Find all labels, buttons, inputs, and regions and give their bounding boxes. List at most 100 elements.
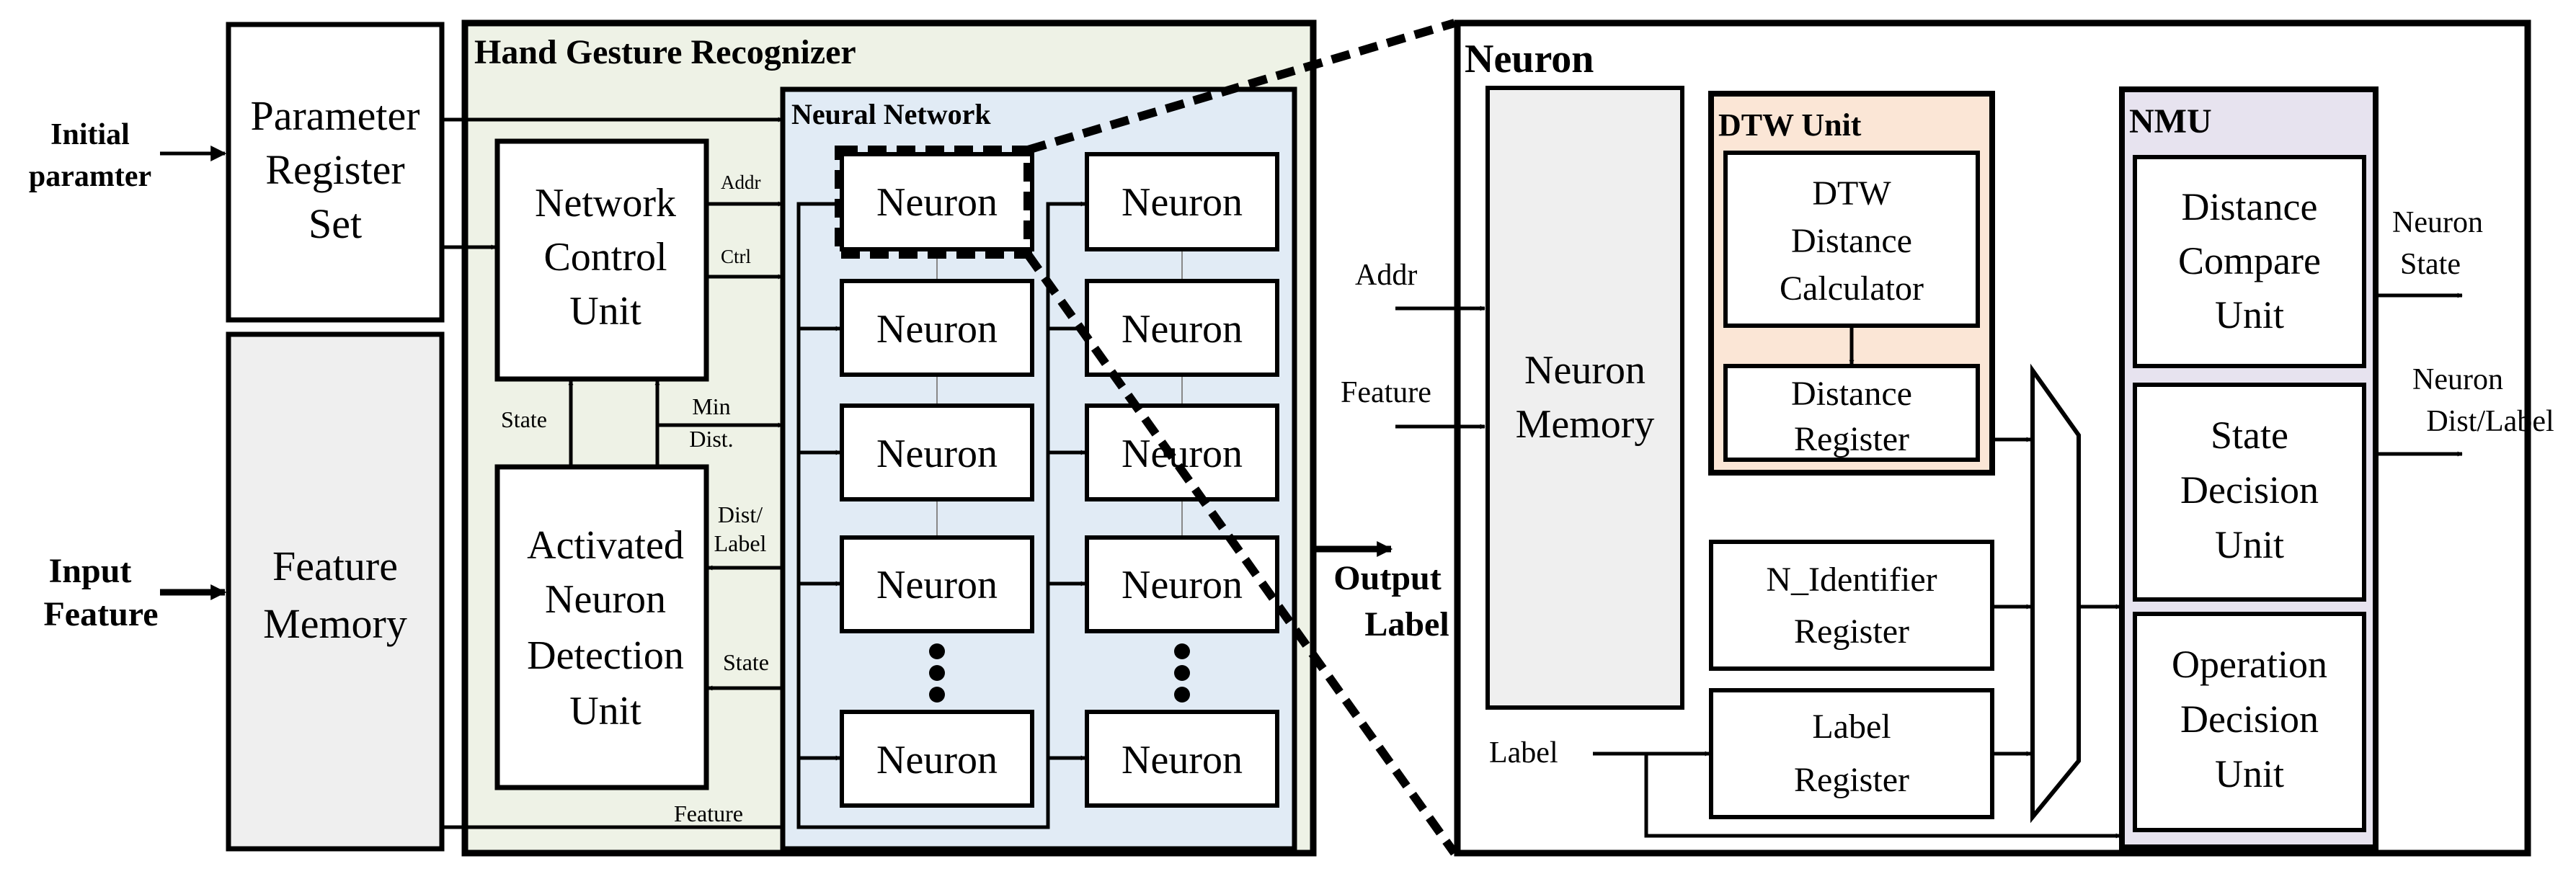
neuron-right-5: Neuron: [1085, 710, 1279, 808]
param-reg-line2: Register: [265, 146, 404, 193]
parameter-register-set: Parameter Register Set: [226, 22, 445, 323]
dcu-line1: Distance: [2182, 185, 2318, 228]
out-state-line2: State: [2400, 248, 2461, 281]
ncu-line1: Network: [535, 181, 676, 226]
neuron-left-3: Neuron: [840, 403, 1034, 501]
out-state-line1: Neuron: [2392, 206, 2483, 239]
odu-line2: Decision: [2180, 697, 2319, 741]
dtw-calc-line3: Calculator: [1780, 269, 1924, 308]
nid-line1: N_Identifier: [1766, 561, 1937, 599]
operation-decision-unit: Operation Decision Unit: [2133, 612, 2366, 832]
out-dist-line2: Dist/Label: [2426, 405, 2554, 438]
neuron-memory: Neuron Memory: [1485, 86, 1684, 710]
zoom-highlight: [835, 19, 1458, 856]
sig-state-back: State: [723, 649, 769, 675]
dcu-line3: Unit: [2215, 293, 2284, 336]
hgr-connections: [442, 117, 783, 829]
dist-reg-line1: Distance: [1791, 375, 1912, 413]
odu-line1: Operation: [2172, 643, 2327, 686]
neuron-right-1: Neuron: [1085, 152, 1279, 251]
distance-compare-unit: Distance Compare Unit: [2133, 155, 2366, 368]
output-line1: Output: [1333, 559, 1441, 597]
sig-feature: Feature: [674, 801, 743, 826]
initial-label-line1: Initial: [50, 118, 130, 151]
odu-line3: Unit: [2215, 752, 2284, 795]
neuron-label: Neuron: [876, 432, 998, 476]
sdu-line2: Decision: [2180, 468, 2319, 512]
output-label: Output Label: [1313, 541, 1449, 643]
in-label: Label: [1489, 736, 1558, 770]
memory-line1: Neuron: [1524, 348, 1645, 393]
neuron-label: Neuron: [876, 180, 998, 225]
neuron-left-2: Neuron: [840, 279, 1034, 377]
sdu-line1: State: [2211, 414, 2288, 457]
dtw-distance-calculator: DTW Distance Calculator: [1723, 151, 1980, 328]
label-reg-line1: Label: [1812, 708, 1891, 746]
in-addr: Addr: [1355, 259, 1417, 292]
network-control-unit: Network Control Unit: [494, 138, 709, 382]
nid-line2: Register: [1794, 612, 1909, 651]
sig-dist-line1: Dist/: [718, 501, 763, 527]
neuron-right-4: Neuron: [1085, 535, 1279, 633]
svg-text:Feature: Feature: [43, 595, 158, 633]
nn-title: Neural Network: [791, 98, 991, 130]
input-label-line1: Input: [49, 552, 132, 590]
ncu-line2: Control: [543, 235, 667, 280]
n-identifier-register: N_Identifier Register: [1709, 540, 1994, 671]
in-feature: Feature: [1341, 376, 1431, 409]
state-decision-unit: State Decision Unit: [2133, 383, 2366, 602]
neuron-label: Neuron: [1122, 307, 1243, 352]
nmu-title: NMU: [2129, 102, 2212, 141]
feature-mem-line2: Memory: [263, 600, 407, 647]
andu-line3: Detection: [527, 633, 684, 678]
memory-line2: Memory: [1516, 402, 1655, 447]
andu-line4: Unit: [569, 689, 641, 733]
neuron-ellipsis-dots: [929, 643, 1190, 703]
neuron-label: Neuron: [1122, 180, 1243, 225]
svg-text:Input: Input: [49, 552, 132, 590]
output-line2: Label: [1364, 605, 1449, 643]
neuron-label: Neuron: [1122, 563, 1243, 607]
andu-line1: Activated: [527, 523, 684, 568]
input-label-line2: Feature: [43, 595, 158, 633]
neuron-left-4: Neuron: [840, 535, 1034, 633]
sig-min-line2: Dist.: [689, 426, 733, 452]
sig-addr: Addr: [721, 171, 761, 193]
svg-text:paramter: paramter: [29, 160, 151, 193]
input-feature: Input Feature: [43, 552, 227, 633]
sig-dist-line2: Label: [714, 530, 767, 556]
neuron-left-5: Neuron: [840, 710, 1034, 808]
dtw-calc-line2: Distance: [1791, 222, 1912, 260]
multiplexer: [2030, 363, 2081, 824]
neuron-outputs: Neuron State Neuron Dist/Label: [2392, 206, 2554, 438]
label-register: Label Register: [1709, 688, 1994, 819]
feature-memory: Feature Memory: [226, 331, 445, 852]
sig-min-line1: Min: [692, 393, 730, 419]
andu-line2: Neuron: [545, 577, 666, 622]
initial-label-line2: paramter: [29, 160, 151, 193]
neuron-label: Neuron: [876, 307, 998, 352]
feature-mem-line1: Feature: [272, 543, 398, 589]
param-reg-line3: Set: [308, 200, 362, 247]
sig-ctrl: Ctrl: [721, 246, 751, 267]
initial-parameter-input: Initial paramter: [29, 118, 227, 193]
sdu-line3: Unit: [2215, 523, 2284, 566]
nn-buses: [796, 201, 1183, 829]
out-dist-line1: Neuron: [2412, 363, 2503, 396]
hgr-title: Hand Gesture Recognizer: [474, 33, 856, 71]
neuron-left-1: Neuron: [840, 152, 1034, 251]
dcu-line2: Compare: [2178, 239, 2321, 282]
neuron-right-2: Neuron: [1085, 279, 1279, 377]
neuron-detail-connections: [1593, 293, 2463, 839]
activated-neuron-detection-unit: Activated Neuron Detection Unit: [494, 464, 709, 790]
neuron-label: Neuron: [876, 738, 998, 782]
svg-text:Initial: Initial: [50, 118, 130, 151]
neuron-inputs: Addr Feature Label: [1341, 259, 1558, 770]
label-reg-line2: Register: [1794, 761, 1909, 799]
param-reg-line1: Parameter: [250, 92, 419, 139]
ncu-line3: Unit: [569, 289, 641, 334]
distance-register: Distance Register: [1723, 364, 1980, 462]
neuron-label: Neuron: [876, 563, 998, 607]
neuron-label: Neuron: [1122, 738, 1243, 782]
